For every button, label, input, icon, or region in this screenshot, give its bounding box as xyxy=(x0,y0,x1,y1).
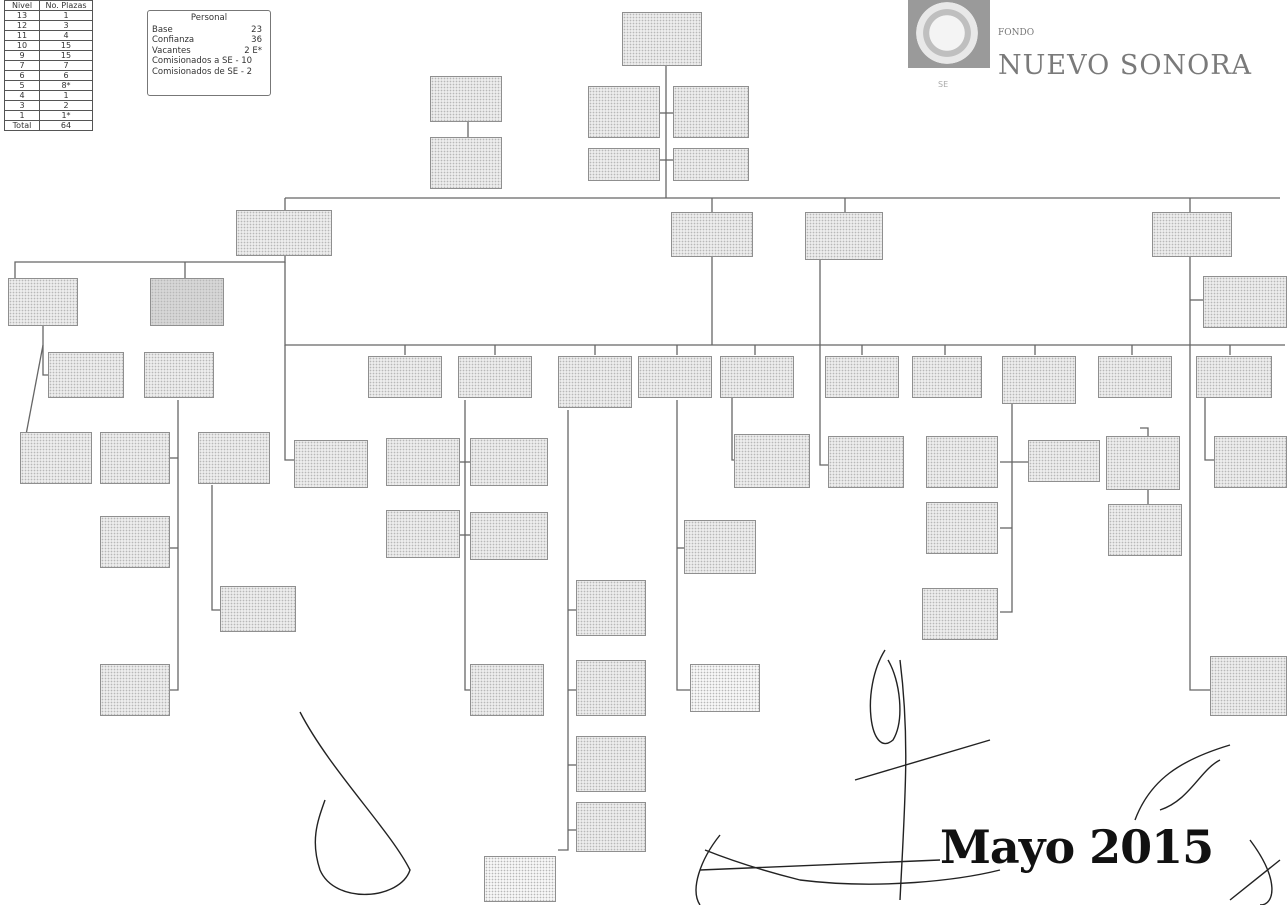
org-box-staff-right-2 xyxy=(673,148,749,181)
levels-total-value: 64 xyxy=(39,120,93,131)
personal-summary: Personal Base 23 Confianza 36 Vacantes 2… xyxy=(147,10,271,96)
org-box-row3-3 xyxy=(198,432,270,484)
org-box-direction-d xyxy=(1152,212,1232,257)
org-box-direction-c xyxy=(805,212,883,260)
org-box-row3-10 xyxy=(1028,440,1100,482)
org-box-a2 xyxy=(150,278,224,326)
personal-note-to-se: Comisionados a SE - 10 xyxy=(152,56,253,66)
org-box-row4-5 xyxy=(926,502,998,554)
org-box-row7-3 xyxy=(484,856,556,902)
connector-845-vertical xyxy=(819,255,830,466)
org-box-d1 xyxy=(1203,276,1287,328)
connector-right-vertical xyxy=(1189,255,1210,691)
org-box-director xyxy=(622,12,702,66)
connector-b xyxy=(170,400,179,691)
connector-j xyxy=(1204,395,1215,461)
org-box-adviser-1 xyxy=(430,76,502,122)
org-box-staff-left-1 xyxy=(588,86,660,138)
personal-base-label: Base xyxy=(152,24,173,35)
org-box-dept-2 xyxy=(458,356,532,398)
org-box-row4-2 xyxy=(386,510,460,558)
org-box-row4-4 xyxy=(684,520,756,574)
org-box-dept-9 xyxy=(1098,356,1172,398)
connector-c xyxy=(284,345,295,461)
org-box-row3-7 xyxy=(734,434,810,488)
org-box-row4-3 xyxy=(470,512,548,560)
brand-fondo-label: FONDO xyxy=(998,28,1035,38)
connector-a2 xyxy=(24,344,44,441)
org-box-row3-9 xyxy=(926,436,998,488)
org-box-row7-2 xyxy=(576,802,646,852)
signature-left xyxy=(299,711,411,896)
org-box-row4-1 xyxy=(100,516,170,568)
org-box-row5-1 xyxy=(220,586,296,632)
document-date: Mayo 2015 xyxy=(940,820,1214,874)
org-box-staff-left-2 xyxy=(588,148,660,181)
org-box-row3-6 xyxy=(470,438,548,486)
org-box-adviser-2 xyxy=(430,137,502,189)
connector-f xyxy=(676,400,690,691)
connector-left-branch xyxy=(14,255,286,278)
org-box-staff-right-1 xyxy=(673,86,749,138)
signature-right xyxy=(1134,744,1281,905)
org-box-dept-6 xyxy=(825,356,899,398)
signature-middle xyxy=(854,649,991,901)
org-box-row3-5 xyxy=(386,438,460,486)
org-box-a1 xyxy=(8,278,78,326)
personal-base-value: 23 xyxy=(251,24,262,35)
org-box-row3-4 xyxy=(294,440,368,488)
personal-confianza-value: 36 xyxy=(251,35,262,45)
org-box-dept-1 xyxy=(368,356,442,398)
org-box-row3-12 xyxy=(1214,436,1287,488)
personal-row-vacantes: Vacantes 2 E* xyxy=(152,46,266,57)
personal-vacantes-label: Vacantes xyxy=(152,45,191,56)
levels-total-row: Total 64 xyxy=(4,120,93,131)
org-box-row3-2 xyxy=(100,432,170,484)
org-box-row6-3 xyxy=(576,660,646,716)
org-box-row6-4 xyxy=(690,664,760,712)
connector-e xyxy=(558,410,569,851)
org-box-a1-1 xyxy=(48,352,124,398)
org-box-row3-11 xyxy=(1106,436,1180,490)
personal-vacantes-value: 2 E* xyxy=(244,45,262,56)
org-box-direction-a xyxy=(236,210,332,256)
org-box-row7-1 xyxy=(576,736,646,792)
org-box-direction-b xyxy=(671,212,753,257)
connector-mid-long xyxy=(284,262,1285,346)
brand-name: NUEVO SONORA xyxy=(998,50,1253,81)
org-box-row3-8 xyxy=(828,436,904,488)
org-box-row3-1 xyxy=(20,432,92,484)
org-box-row6-1 xyxy=(100,664,170,716)
org-box-row6-5 xyxy=(1210,656,1287,716)
org-box-dept-10 xyxy=(1196,356,1272,398)
personal-note-from-se: Comisionados de SE - 2 xyxy=(152,66,253,77)
personal-title: Personal xyxy=(190,13,228,23)
org-box-a2-1 xyxy=(144,352,214,398)
org-box-row4-6 xyxy=(1108,504,1182,556)
org-box-row5-3 xyxy=(922,588,998,640)
fondo-logo xyxy=(908,0,990,68)
org-box-row6-2 xyxy=(470,664,544,716)
brand-sub-label: SE xyxy=(938,80,949,89)
org-box-dept-7 xyxy=(912,356,982,398)
org-box-dept-5 xyxy=(720,356,794,398)
signature-bottom xyxy=(695,834,1001,905)
org-box-row5-2 xyxy=(576,580,646,636)
personal-confianza-label: Confianza xyxy=(152,35,195,45)
connector-a xyxy=(42,325,50,376)
logo-seal-icon xyxy=(916,2,978,64)
personal-row-confianza: Confianza 36 xyxy=(152,35,266,46)
personal-row-base: Base 23 xyxy=(152,25,266,36)
connector-h xyxy=(1000,400,1013,613)
org-box-dept-4 xyxy=(638,356,712,398)
org-box-dept-8 xyxy=(1002,356,1076,404)
org-box-dept-3 xyxy=(558,356,632,408)
